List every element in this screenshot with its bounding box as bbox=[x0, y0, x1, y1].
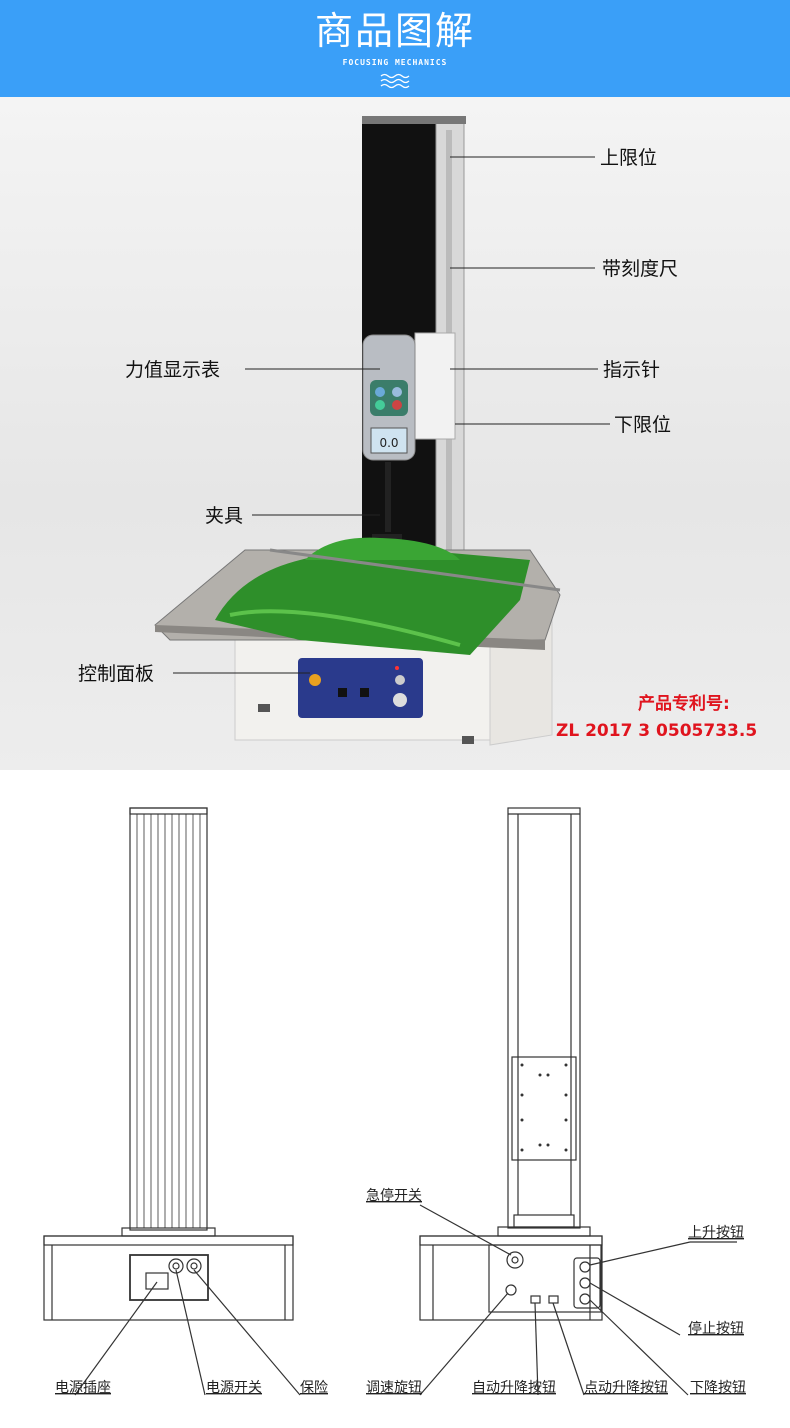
label-clamp: 夹具 bbox=[205, 505, 243, 527]
page-title: 商品图解 bbox=[314, 9, 475, 53]
front-view-markings bbox=[520, 1063, 568, 1152]
waves-icon bbox=[380, 73, 410, 89]
label-stop-button: 停止按钮 bbox=[688, 1320, 744, 1337]
label-force-gauge: 力值显示表 bbox=[125, 359, 220, 381]
label-scale-ruler: 带刻度尺 bbox=[602, 258, 678, 280]
label-down-button: 下降按钮 bbox=[690, 1380, 746, 1396]
tester-machine: 0.0 bbox=[154, 116, 561, 746]
patent-number: ZL 2017 3 0505733.5 bbox=[556, 721, 757, 741]
patent-title: 产品专利号: bbox=[638, 693, 730, 714]
label-lower-limit: 下限位 bbox=[614, 414, 671, 436]
gauge-reading: 0.0 bbox=[379, 436, 398, 450]
label-jog-lift-button: 点动升降按钮 bbox=[584, 1380, 668, 1396]
header-banner: 商品图解 FOCUSING MECHANICS bbox=[0, 0, 790, 97]
rear-view-drawing bbox=[43, 807, 301, 1396]
label-speed-knob: 调速旋钮 bbox=[366, 1380, 422, 1396]
product-photo-section: 0.0 上限位 带刻度尺 力值显示表 指示针 下限位 夹具 控制面板 产品专利号… bbox=[0, 97, 790, 770]
page-subtitle: FOCUSING MECHANICS bbox=[342, 58, 448, 67]
label-fuse: 保险 bbox=[300, 1380, 328, 1396]
force-gauge: 0.0 bbox=[362, 334, 416, 461]
label-power-switch: 电源开关 bbox=[206, 1380, 262, 1396]
label-power-socket: 电源插座 bbox=[55, 1380, 111, 1396]
label-pointer: 指示针 bbox=[603, 359, 660, 381]
front-view-drawing bbox=[419, 807, 737, 1396]
label-emergency-stop: 急停开关 bbox=[366, 1187, 422, 1204]
label-up-button: 上升按钮 bbox=[688, 1225, 744, 1241]
label-auto-lift-button: 自动升降按钮 bbox=[472, 1380, 556, 1396]
technical-drawings: 电源插座 电源开关 保险 急停开关 上升按钮 停止按钮 下降按钮 调速旋钮 自动… bbox=[43, 807, 746, 1396]
label-control-panel: 控制面板 bbox=[78, 663, 154, 685]
label-upper-limit: 上限位 bbox=[600, 147, 657, 169]
callout-lines bbox=[173, 156, 610, 674]
